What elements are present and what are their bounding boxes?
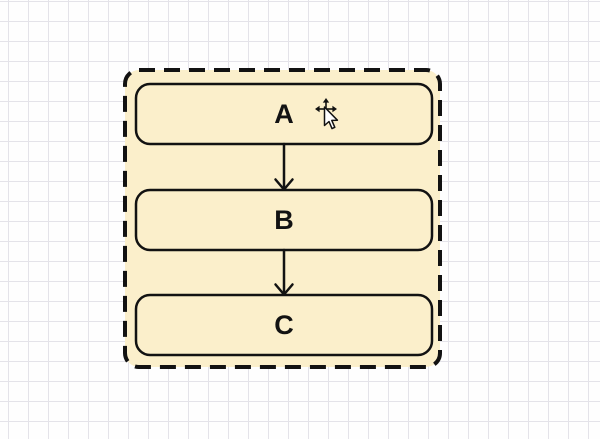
node-b-label: B [274,205,294,235]
node-c-label: C [274,310,294,340]
node-a[interactable]: A [134,82,434,146]
node-a-label: A [274,99,294,129]
node-c-box[interactable] [134,293,434,357]
node-c[interactable]: C [134,293,434,357]
move-pointer-cursor-icon [315,98,339,130]
node-b[interactable]: B [134,188,434,252]
